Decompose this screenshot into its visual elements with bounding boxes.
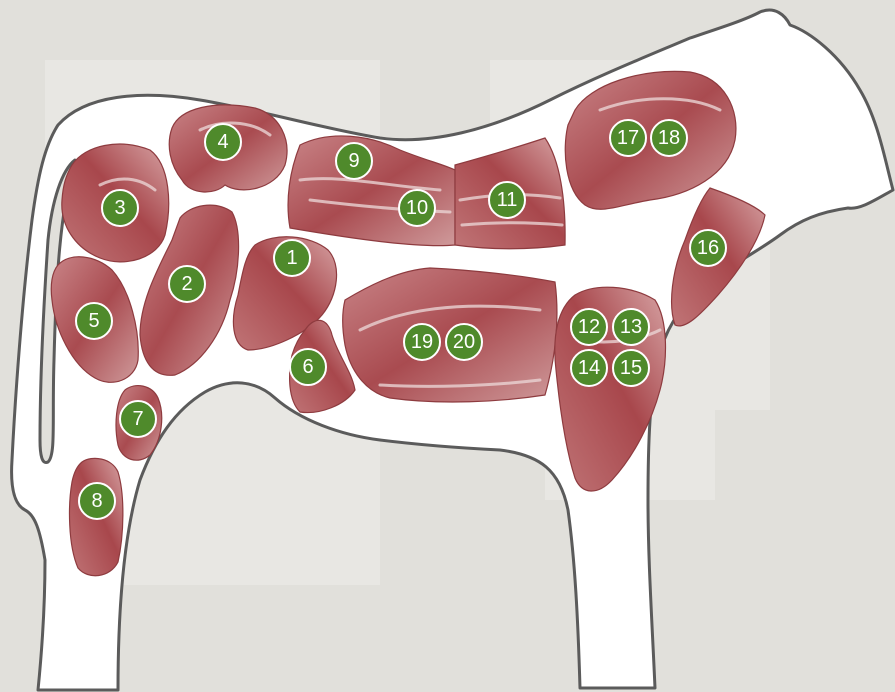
cut-badge-5[interactable]: 5 [75,302,113,340]
cut-badge-6[interactable]: 6 [289,348,327,386]
cut-badge-17[interactable]: 17 [609,119,647,157]
cut-badge-16[interactable]: 16 [689,229,727,267]
cut-badge-4[interactable]: 4 [204,123,242,161]
cut-badge-13[interactable]: 13 [612,308,650,346]
cut-badge-18[interactable]: 18 [650,119,688,157]
cut-badge-3[interactable]: 3 [101,189,139,227]
cut-badge-15[interactable]: 15 [612,349,650,387]
cut-badge-2[interactable]: 2 [168,265,206,303]
cut-badge-1[interactable]: 1 [273,239,311,277]
cut-badge-10[interactable]: 10 [398,189,436,227]
cut-badge-12[interactable]: 12 [570,308,608,346]
cut-badge-20[interactable]: 20 [445,323,483,361]
cut-badge-7[interactable]: 7 [119,400,157,438]
cut-badge-9[interactable]: 9 [335,142,373,180]
cut-badge-14[interactable]: 14 [570,349,608,387]
cut-badge-8[interactable]: 8 [78,482,116,520]
cut-badge-19[interactable]: 19 [403,323,441,361]
cut-badge-11[interactable]: 11 [488,181,526,219]
